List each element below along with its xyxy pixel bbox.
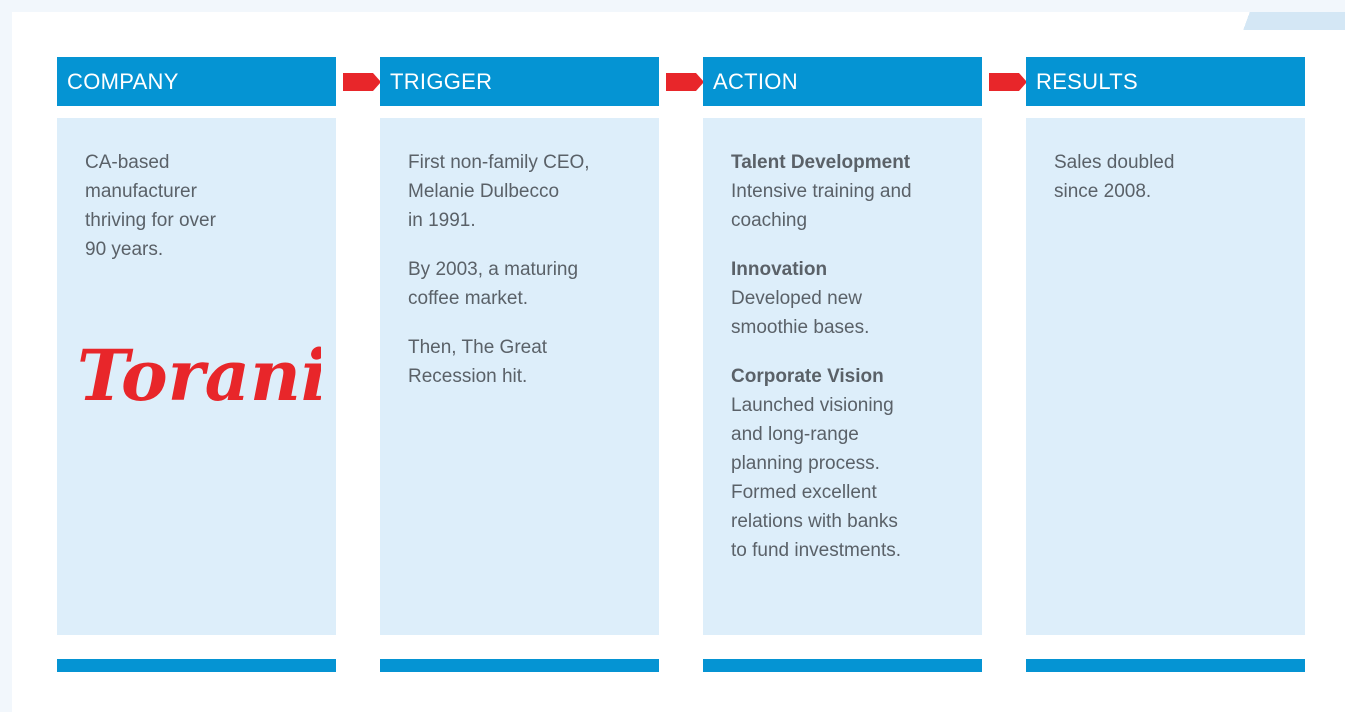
text-line: By 2003, a maturing: [408, 259, 579, 280]
text-line: Developed new: [731, 288, 862, 309]
torani-logo: Torani ®: [77, 334, 321, 417]
paragraph-heading: Talent Development: [731, 152, 911, 173]
arrow-icon: [666, 73, 704, 91]
paragraph: Talent Development Intensive training an…: [731, 148, 954, 235]
text-line: smoothie bases.: [731, 317, 870, 338]
column-body-trigger: First non-family CEO, Melanie Dulbecco i…: [380, 118, 659, 635]
corner-accent: [1195, 12, 1345, 30]
text-line: and long-range: [731, 424, 859, 445]
text-line: Melanie Dulbecco: [408, 181, 560, 202]
text-line: Formed excellent: [731, 482, 877, 503]
column-footer-bar: [703, 659, 982, 672]
paragraph: Corporate Vision Launched visioning and …: [731, 362, 954, 565]
column-body-action: Talent Development Intensive training an…: [703, 118, 982, 635]
logo-wordmark: Torani: [77, 334, 321, 417]
column-header-action: ACTION: [703, 57, 982, 106]
paragraph: Then, The Great Recession hit.: [408, 333, 631, 391]
text-line: Recession hit.: [408, 366, 528, 387]
registered-mark: ®: [307, 391, 315, 403]
text-line: since 2008.: [1054, 181, 1152, 202]
arrow-icon: [343, 73, 381, 91]
paragraph: First non-family CEO, Melanie Dulbecco i…: [408, 148, 631, 235]
text-line: Then, The Great: [408, 337, 548, 358]
paragraph: Innovation Developed new smoothie bases.: [731, 255, 954, 342]
paragraph: By 2003, a maturing coffee market.: [408, 255, 631, 313]
column-footer-bar: [380, 659, 659, 672]
text-line: Intensive training and: [731, 181, 912, 202]
paragraph: CA-based manufacturer thriving for over …: [85, 148, 308, 264]
text-line: thriving for over: [85, 210, 216, 231]
column-header-results: RESULTS: [1026, 57, 1305, 106]
column-header-company: COMPANY: [57, 57, 336, 106]
column-body-results: Sales doubled since 2008.: [1026, 118, 1305, 635]
column-header-trigger: TRIGGER: [380, 57, 659, 106]
text-line: to fund investments.: [731, 540, 902, 561]
arrow-icon: [989, 73, 1027, 91]
text-line: coffee market.: [408, 288, 529, 309]
text-line: CA-based: [85, 152, 170, 173]
text-line: planning process.: [731, 453, 880, 474]
text-line: relations with banks: [731, 511, 898, 532]
text-line: in 1991.: [408, 210, 476, 231]
paragraph-heading: Innovation: [731, 259, 828, 280]
column-footer-bar: [1026, 659, 1305, 672]
text-line: Launched visioning: [731, 395, 894, 416]
text-line: manufacturer: [85, 181, 197, 202]
diagram-frame: COMPANY CA-based manufacturer thriving f…: [12, 12, 1345, 712]
text-line: First non-family CEO,: [408, 152, 590, 173]
text-line: Sales doubled: [1054, 152, 1175, 173]
text-line: coaching: [731, 210, 808, 231]
paragraph: Sales doubled since 2008.: [1054, 148, 1277, 206]
column-body-company: CA-based manufacturer thriving for over …: [57, 118, 336, 635]
column-footer-bar: [57, 659, 336, 672]
paragraph-heading: Corporate Vision: [731, 366, 884, 387]
text-line: 90 years.: [85, 239, 164, 260]
